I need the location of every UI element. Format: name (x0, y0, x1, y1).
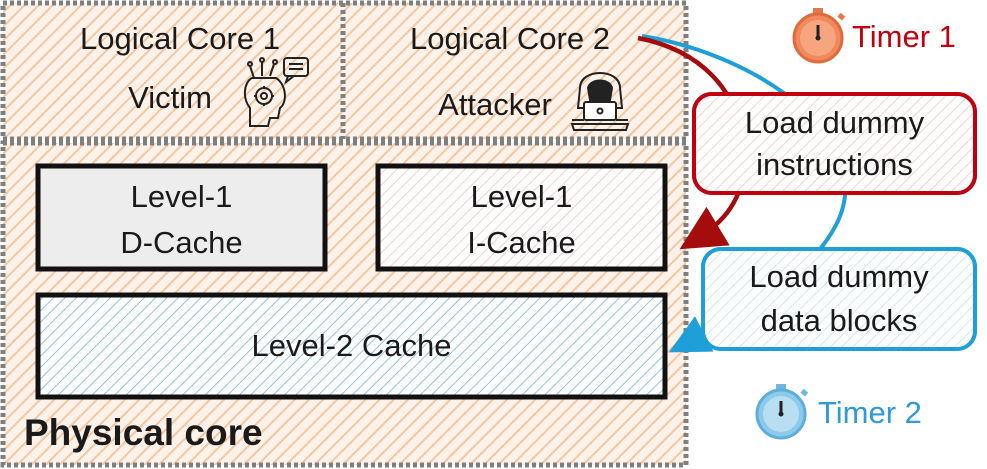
l1i-cache-line1: Level-1 (470, 179, 573, 214)
timer-2-label: Timer 2 (818, 395, 922, 430)
l2-cache-box (35, 292, 668, 400)
l1i-cache-line2: I-Cache (467, 225, 576, 260)
logical-core-1-title: Logical Core 1 (80, 21, 280, 56)
logical-core-2-region (343, 3, 686, 139)
logical-core-2-role: Attacker (438, 87, 552, 122)
instructions-callout-line2: instructions (756, 147, 913, 182)
stopwatch-icon (755, 384, 809, 440)
l1d-cache-line2: D-Cache (120, 225, 243, 260)
logical-core-2-title: Logical Core 2 (410, 21, 610, 56)
l2-cache-label: Level-2 Cache (251, 328, 452, 363)
instructions-callout-line1: Load dummy (744, 105, 925, 140)
ai-brain-gear-chat-icon (244, 57, 309, 127)
logical-core-1-role: Victim (128, 80, 212, 115)
timer-1-label: Timer 1 (852, 19, 956, 54)
stopwatch-icon (792, 8, 846, 64)
hooded-hacker-laptop-icon (570, 72, 630, 131)
logical-cores-border (0, 0, 689, 142)
data-callout-line2: data blocks (760, 303, 918, 338)
physical-core-border (0, 140, 689, 468)
l1d-cache-box (35, 163, 328, 272)
data-callout-line1: Load dummy (749, 259, 929, 294)
l1d-cache-line1: Level-1 (130, 179, 233, 214)
logical-core-1-region (3, 3, 343, 139)
l1i-cache-box (375, 163, 668, 272)
physical-core-label: Physical core (24, 412, 263, 453)
